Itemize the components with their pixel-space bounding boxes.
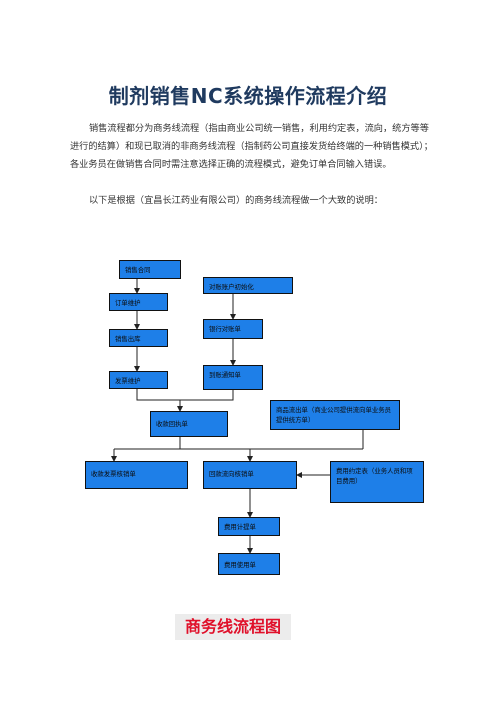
node-fee-agreement: 费用约定表（业务人员和项目费用） (330, 461, 424, 503)
node-flow-writeoff: 回款流向核销单 (203, 461, 297, 489)
node-invoice-writeoff: 收款发票核销单 (85, 461, 188, 489)
flowchart-caption: 商务线流程图 (175, 614, 291, 640)
node-sales-out: 销售出库 (109, 329, 168, 347)
node-fee-usage: 费用使用单 (218, 553, 280, 575)
node-adjust-order: 商品流出单（商业公司提供流向单业务员提供统方单） (270, 400, 400, 430)
intro-paragraph: 销售流程都分为商务线流程（指由商业公司统一销售，利用约定表，流向，统方等等进行的… (70, 123, 433, 170)
description-paragraph: 以下是根据（宜昌长江药业有限公司）的商务线流程做一个大致的说明： (89, 195, 383, 206)
node-bank-reconciliation: 银行对账单 (203, 319, 263, 339)
node-fee-withdraw: 费用计提单 (218, 517, 280, 536)
line-invoice-merge (136, 389, 234, 401)
node-collect-return: 收款回执单 (150, 411, 228, 437)
node-account-init: 对账账户初始化 (203, 277, 293, 294)
document-title: 制剂销售NC系统操作流程介绍 (108, 84, 388, 108)
node-sales-contract: 销售合同 (119, 260, 181, 279)
node-order-maintain: 订单维护 (109, 293, 168, 311)
node-invoice-maintain: 发票维护 (109, 371, 168, 389)
node-arrival-notice: 到账通知单 (203, 365, 263, 390)
